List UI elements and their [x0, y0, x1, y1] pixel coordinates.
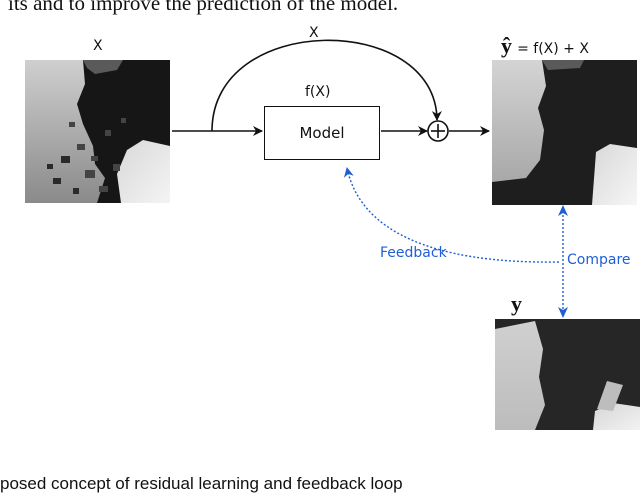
skip-connection-label: X	[309, 25, 319, 41]
prediction-label: ŷ = f(X) + X	[501, 33, 589, 59]
top-text-fragment: its and to improve the prediction of the…	[8, 0, 399, 15]
feedback-arrow	[343, 167, 560, 263]
input-depth-image	[25, 60, 170, 203]
model-block-label: Model	[299, 124, 345, 142]
model-output-label: f(X)	[305, 84, 331, 100]
sum-node-icon	[427, 120, 449, 142]
caption-fragment: posed concept of residual learning and f…	[0, 474, 403, 493]
compare-label: Compare	[567, 252, 631, 268]
feedback-label: Feedback	[380, 245, 447, 261]
input-image-label: X	[93, 38, 103, 54]
skip-connection-arrow	[211, 39, 442, 132]
yhat-symbol: ŷ	[501, 33, 512, 58]
prediction-equation: = f(X) + X	[517, 41, 589, 57]
ground-truth-depth-image	[495, 319, 640, 430]
ground-truth-label: y	[511, 291, 522, 316]
model-block: Model	[264, 106, 380, 160]
prediction-depth-image	[492, 60, 637, 205]
